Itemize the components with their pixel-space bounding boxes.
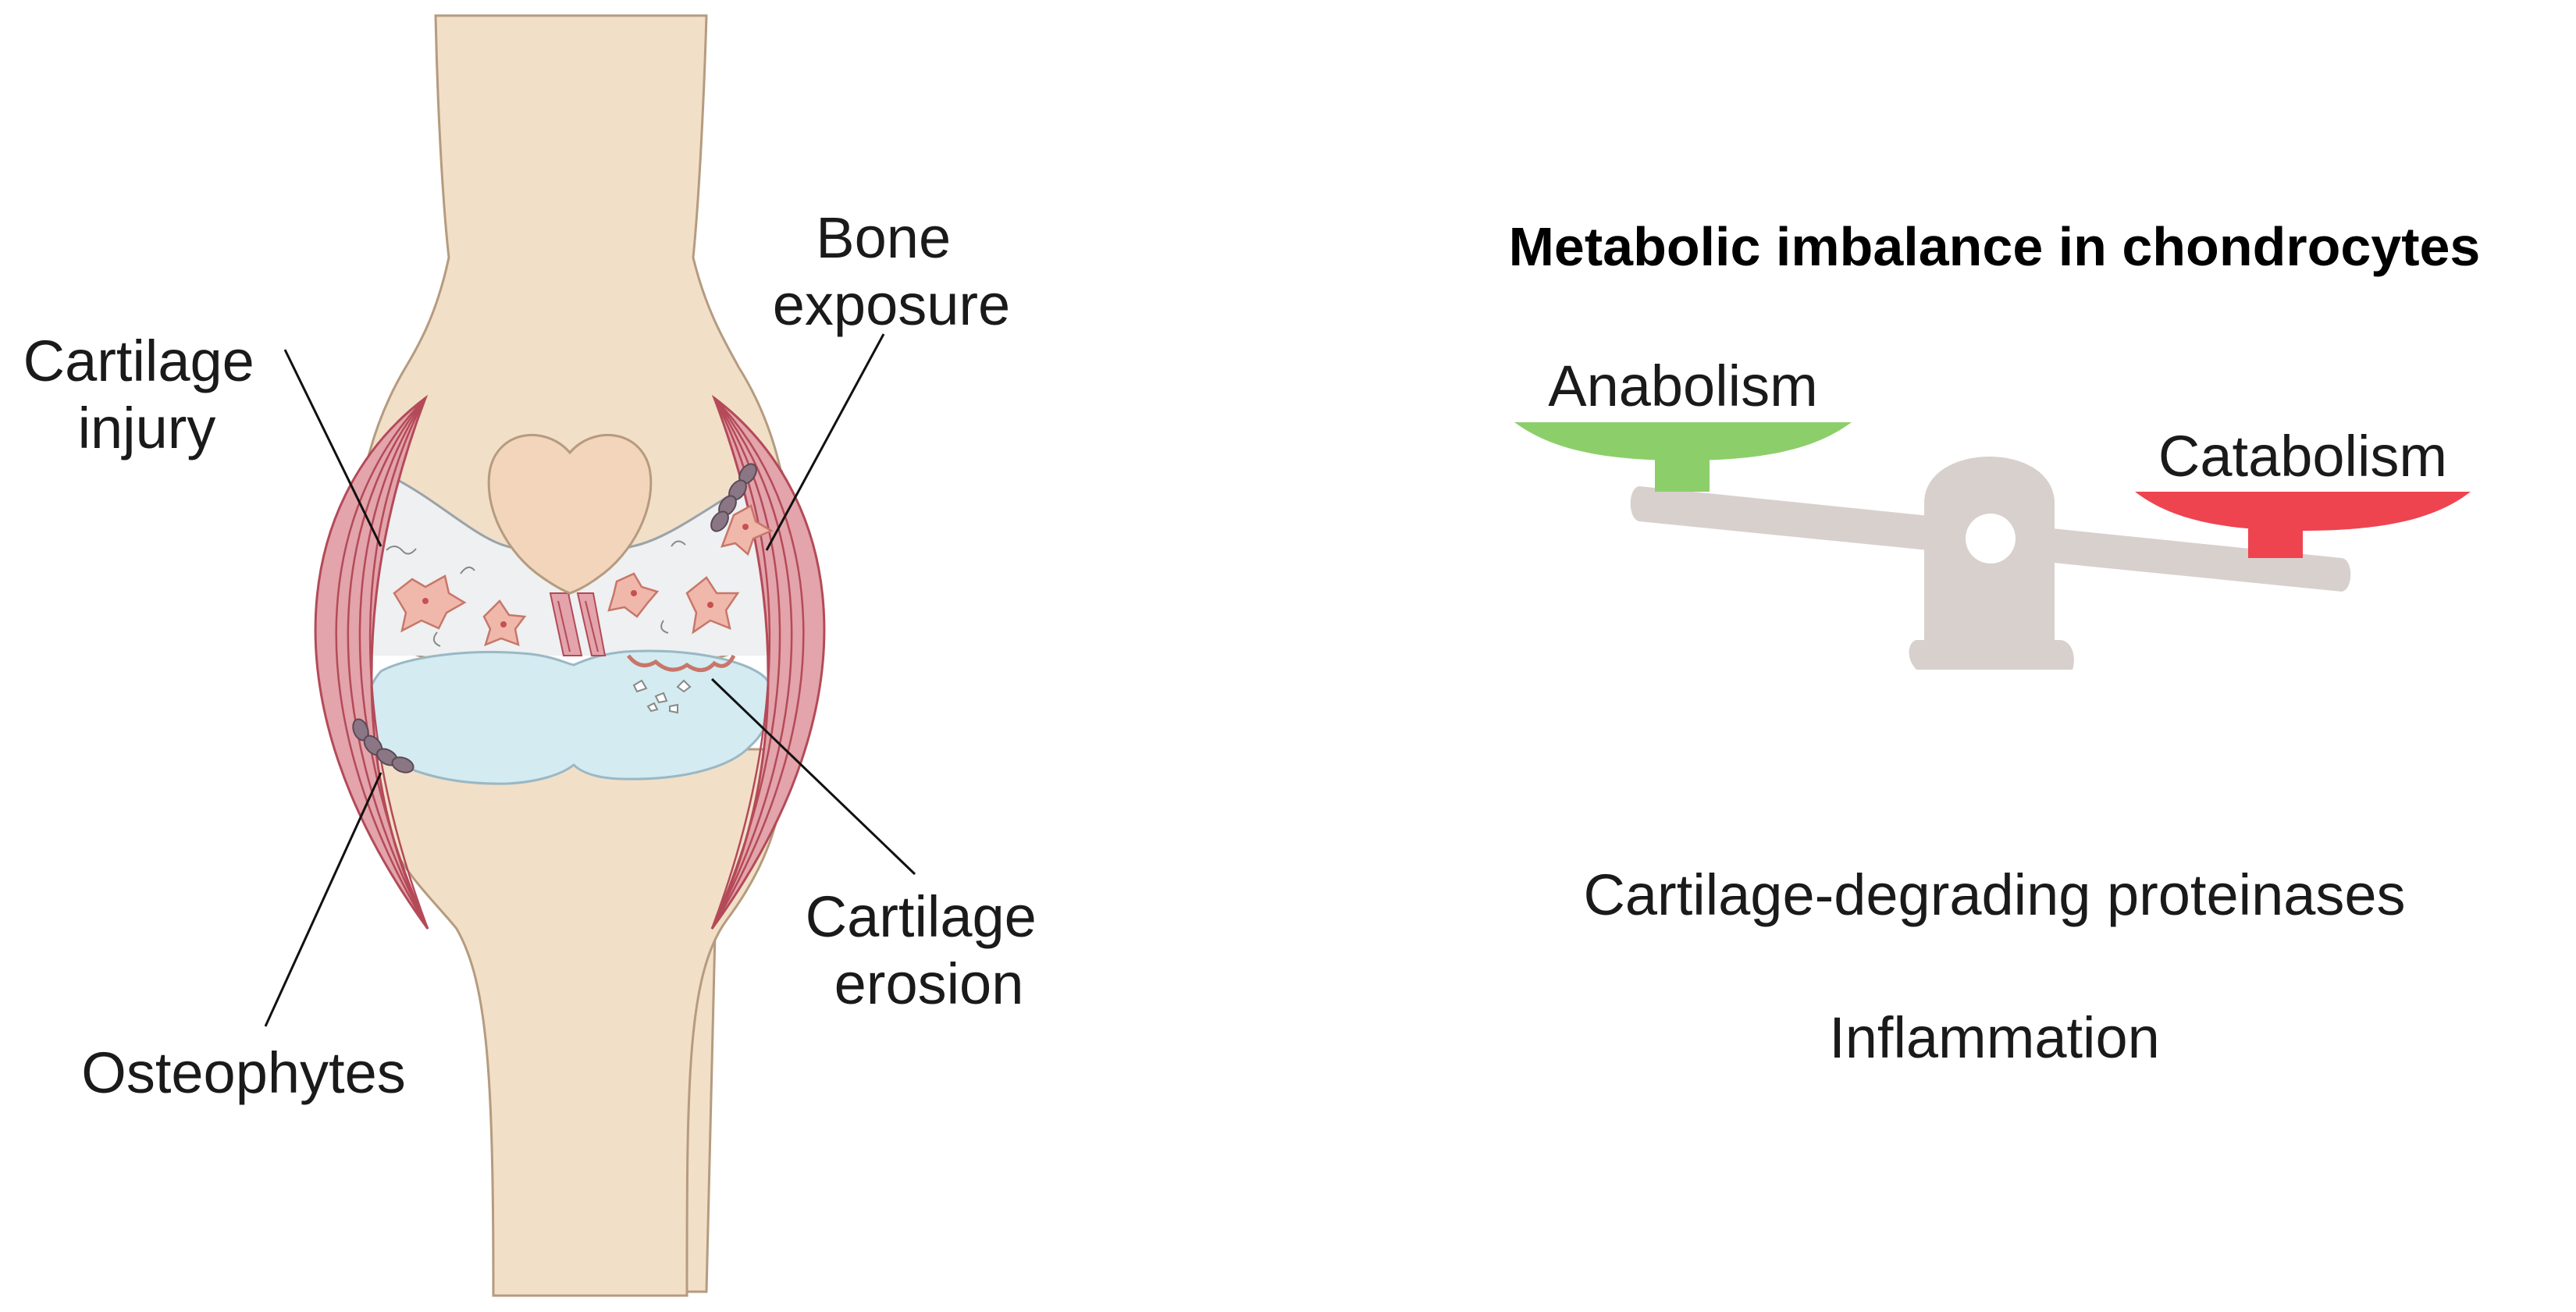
scale-pivot: [1966, 514, 2016, 564]
cruciate-ligaments: [549, 592, 607, 656]
label-osteophytes: Osteophytes: [81, 1040, 405, 1105]
anabolism-pan: [1514, 422, 1852, 492]
metabolic-balance-panel: Metabolic imbalance in chondrocytes Anab…: [1509, 216, 2481, 1070]
left-collateral-ligament: [314, 394, 429, 930]
tibial-cartilage: [364, 649, 774, 785]
chondrocytes-left: [393, 574, 527, 647]
osteophytes-tibia: [352, 718, 415, 773]
chondrocytes-right: [607, 504, 774, 635]
leader-cartilage-erosion: [710, 677, 916, 876]
catabolism-label: Catabolism: [2158, 424, 2447, 489]
right-collateral-ligament: [710, 394, 826, 930]
catabolism-pan: [2135, 492, 2471, 558]
leader-osteophytes: [264, 772, 382, 1027]
label-cartilage-injury: Cartilage injury: [23, 329, 271, 460]
patella: [487, 434, 653, 595]
cartilage-erosion-site: [627, 654, 736, 714]
label-cartilage-erosion: Cartilage erosion: [806, 884, 1053, 1016]
leader-bone-exposure: [765, 333, 885, 551]
factor-inflammation: Inflammation: [1829, 1005, 2160, 1070]
anabolism-label: Anabolism: [1548, 354, 1818, 418]
leader-cartilage-injury: [283, 349, 382, 547]
tibia: [365, 748, 790, 1297]
cartilage-fissures-right: [660, 540, 686, 634]
label-bone-exposure: Bone exposure: [773, 205, 1010, 337]
knee-illustration: Cartilage injury Bone exposure Cartilage…: [23, 14, 1053, 1297]
osteophytes-femur: [710, 463, 757, 532]
cartilage-fissures-left: [386, 546, 475, 647]
factor-proteinases: Cartilage-degrading proteinases: [1583, 862, 2405, 927]
balance-title: Metabolic imbalance in chondrocytes: [1509, 216, 2481, 277]
